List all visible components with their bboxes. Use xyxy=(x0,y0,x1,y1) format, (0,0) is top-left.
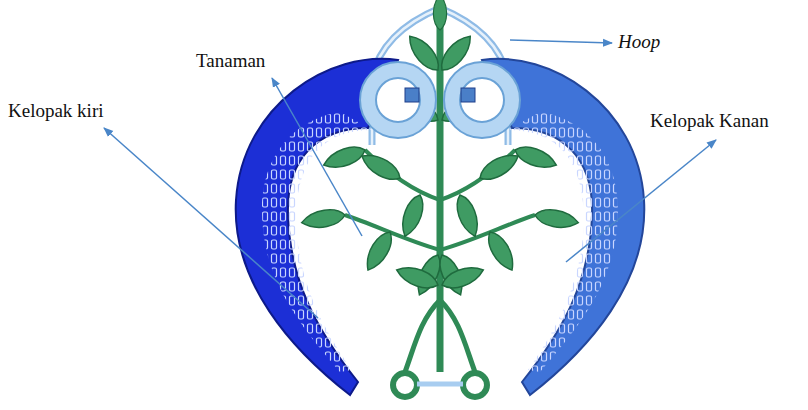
leader-line xyxy=(566,140,716,262)
leader-line xyxy=(104,128,318,318)
leader-lines xyxy=(104,40,716,318)
part-label: Kelopak Kanan xyxy=(648,110,771,132)
right-petal xyxy=(444,59,644,395)
plant xyxy=(300,0,580,397)
part-label: Tanaman xyxy=(194,50,267,72)
part-label: Kelopak kiri xyxy=(6,100,106,122)
leader-line xyxy=(510,40,612,43)
leader-line xyxy=(272,78,362,236)
left-petal xyxy=(236,59,436,395)
part-label: Hoop xyxy=(616,31,662,53)
